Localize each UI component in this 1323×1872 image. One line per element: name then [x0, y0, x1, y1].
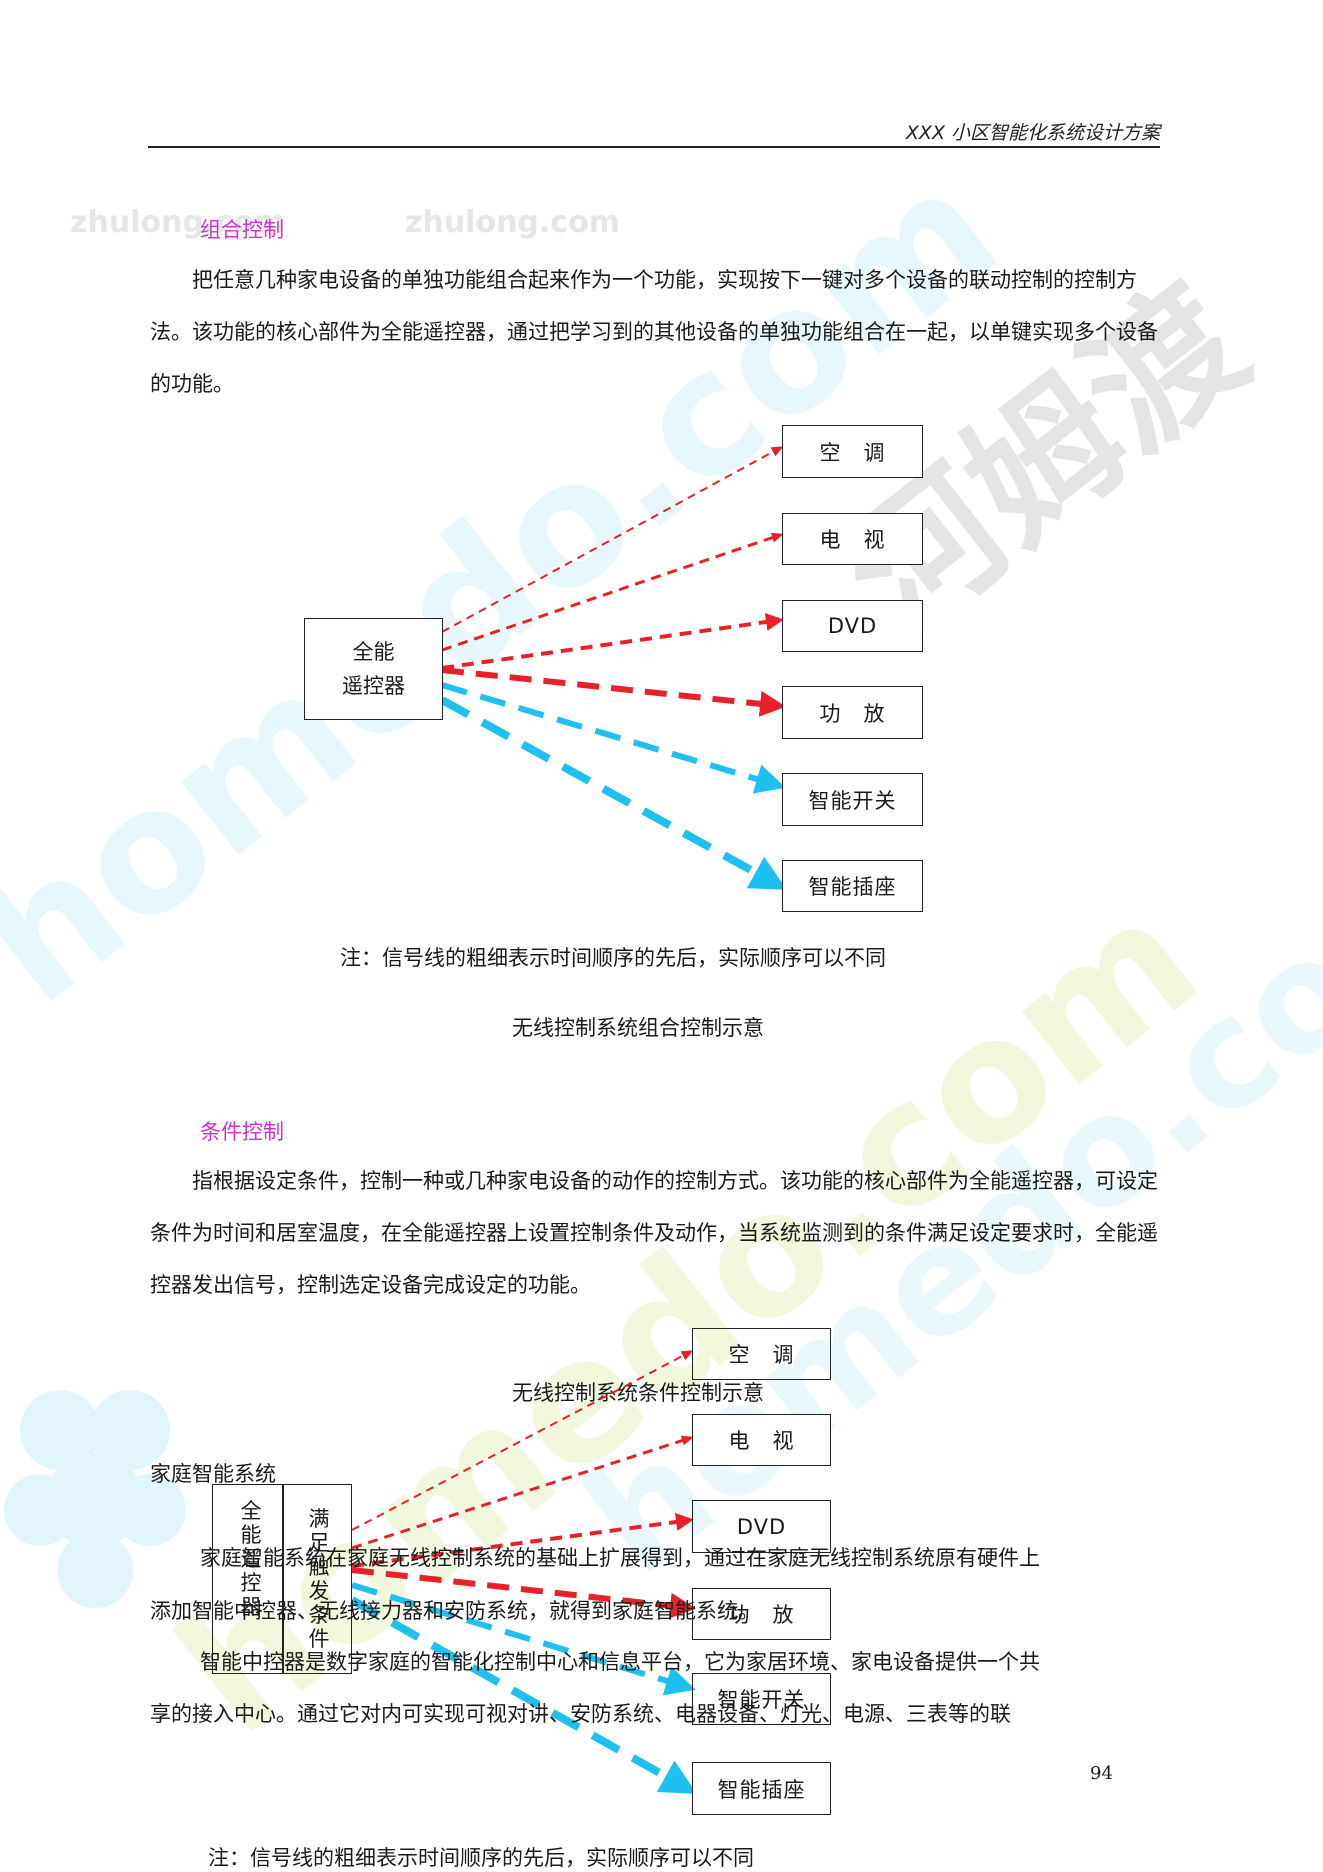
combo-device-smart-switch: 智能开关	[782, 773, 923, 826]
home-paragraph-2-line-2: 享的接入中心。通过它对内可实现可视对讲、安防系统、电器设备、灯光、电源、三表等的…	[150, 1702, 1011, 1726]
combo-arrow-tv	[441, 535, 780, 652]
home-paragraph-1-line-1: 家庭智能系统在家庭无线控制系统的基础上扩展得到，通过在家庭无线控制系统原有硬件上	[200, 1546, 1040, 1570]
combo-device-amp: 功 放	[782, 686, 923, 739]
condition-device-tv: 电 视	[692, 1414, 831, 1466]
condition-device-amp: 功 放	[692, 1588, 831, 1640]
condition-arrow-tv	[351, 1438, 690, 1550]
home-paragraph-1-line-2: 添加智能中控器、无线接力器和安防系统，就得到家庭智能系统。	[150, 1599, 759, 1623]
condition-arrow-switch	[351, 1582, 696, 1696]
condition-device-aircon: 空 调	[692, 1328, 831, 1380]
paragraph-combo: 把任意几种家电设备的单独功能组合起来作为一个功能，实现按下一键对多个设备的联动控…	[150, 268, 1158, 396]
section-heading-condition: 条件控制	[200, 1120, 284, 1144]
condition-trigger-box: 满足触发条件	[282, 1484, 352, 1674]
header-rule	[148, 146, 1160, 148]
condition-device-smart-switch: 智能开关	[692, 1673, 831, 1725]
header-title: XXX 小区智能化系统设计方案	[905, 122, 1160, 144]
condition-arrow-dvd	[351, 1512, 694, 1568]
combo-remote-label-2: 遥控器	[342, 674, 405, 698]
combo-remote-box: 全能 遥控器	[304, 618, 443, 720]
condition-device-smart-socket: 智能插座	[692, 1762, 831, 1815]
page-number: 94	[1090, 1763, 1113, 1784]
combo-arrow-switch	[441, 682, 786, 794]
section-heading-home: 家庭智能系统	[150, 1462, 276, 1486]
combo-arrow-socket	[440, 696, 788, 890]
combo-remote-label-1: 全能	[352, 640, 395, 664]
combo-caption: 无线控制系统组合控制示意	[512, 1016, 764, 1040]
combo-arrow-dvd	[441, 613, 784, 670]
section-heading-combo: 组合控制	[200, 218, 284, 242]
condition-device-dvd: DVD	[692, 1500, 831, 1553]
paragraph-condition: 指根据设定条件，控制一种或几种家电设备的动作的控制方式。该功能的核心部件为全能遥…	[150, 1169, 1158, 1297]
condition-caption: 无线控制系统条件控制示意	[512, 1381, 764, 1405]
condition-arrow-amp	[351, 1567, 696, 1619]
combo-device-smart-socket: 智能插座	[782, 860, 923, 912]
condition-note: 注：信号线的粗细表示时间顺序的先后，实际顺序可以不同	[208, 1846, 754, 1870]
combo-device-tv: 电 视	[782, 513, 923, 565]
condition-arrow-socket	[350, 1596, 697, 1794]
home-paragraph-2-line-1: 智能中控器是数字家庭的智能化控制中心和信息平台，它为家居环境、家电设备提供一个共	[200, 1650, 1040, 1674]
combo-note: 注：信号线的粗细表示时间顺序的先后，实际顺序可以不同	[340, 946, 886, 970]
combo-device-dvd: DVD	[782, 600, 923, 652]
combo-arrow-amp	[441, 667, 786, 717]
condition-remote-box: 全能遥控器	[212, 1484, 284, 1674]
condition-arrow-aircon	[351, 1352, 690, 1531]
combo-device-aircon: 空 调	[782, 425, 923, 478]
